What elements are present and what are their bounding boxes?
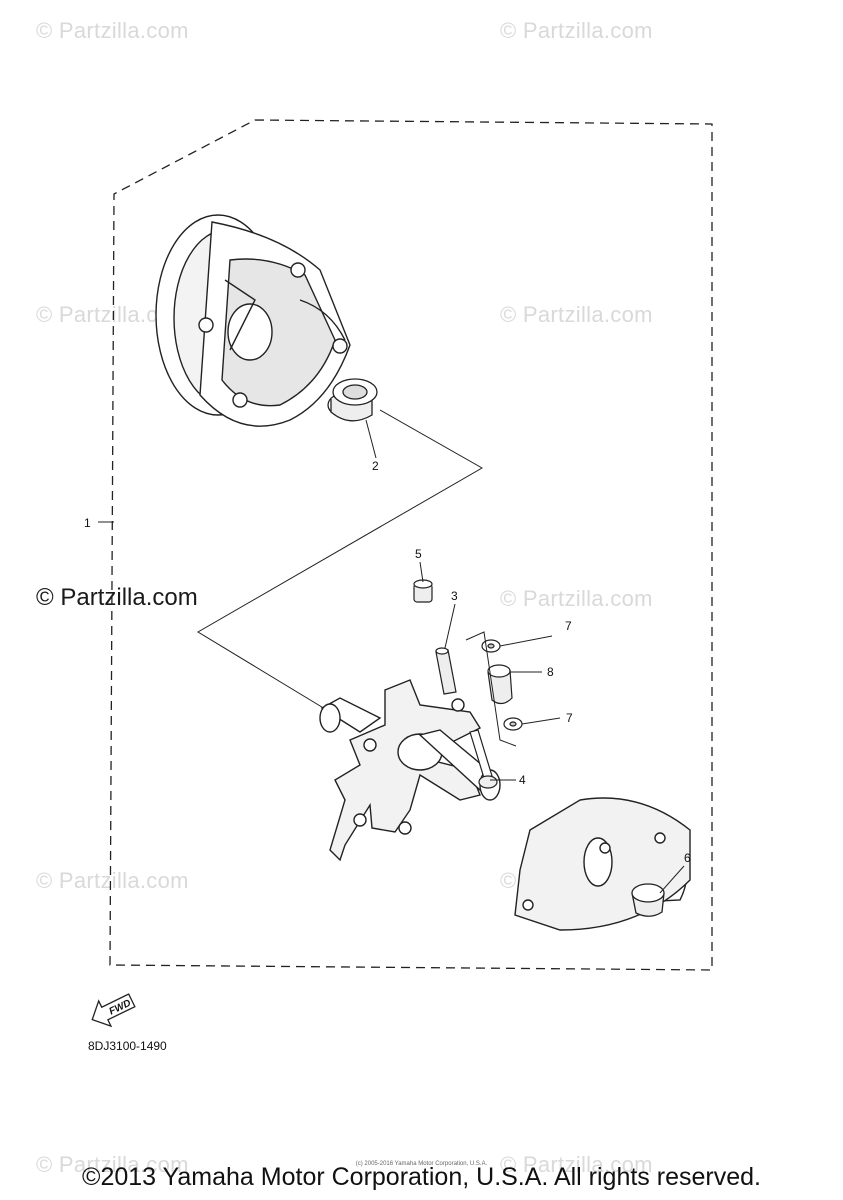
callout-4: 4 (519, 773, 526, 787)
callout-5: 5 (415, 547, 422, 561)
watermark: © Partzilla.com (36, 18, 189, 43)
part-7-washer-top (481, 639, 501, 653)
bracket-line (465, 631, 517, 747)
fineprint: (c) 2005-2016 Yamaha Motor Corporation, … (355, 1161, 488, 1167)
watermark: © Partzilla.com (500, 1152, 653, 1177)
fwd-arrow-icon: FWD (91, 993, 136, 1028)
svg-text:FWD: FWD (108, 998, 133, 1018)
part-7-washer-bottom (503, 717, 523, 731)
spider-cover (514, 797, 691, 931)
part-4-bolt (469, 729, 498, 789)
copyright-footer: ©2013 Yamaha Motor Corporation, U.S.A. A… (82, 1163, 761, 1191)
spider-assembly (319, 679, 502, 862)
part-3-pin (435, 647, 457, 695)
callout-6: 6 (684, 851, 691, 865)
partzilla-watermark-main: © Partzilla.com (36, 584, 198, 611)
callout-7: 7 (565, 619, 572, 633)
part-6-bushing (631, 883, 665, 917)
connector-line (197, 409, 484, 719)
part-code: 8DJ3100-1490 (88, 1039, 167, 1053)
callout-2: 2 (372, 459, 379, 473)
watermark: © Partzilla.com (500, 302, 653, 327)
watermark: © Partzilla.com (36, 868, 189, 893)
leader-lines (98, 419, 685, 894)
watermark: © Partzilla.com (500, 18, 653, 43)
part-2-bushing (327, 378, 378, 422)
fixed-sheave (155, 214, 351, 427)
callout-7: 7 (566, 711, 573, 725)
callout-1: 1 (84, 516, 91, 530)
watermark: © Partzilla.com (500, 586, 653, 611)
part-8-collar (487, 664, 513, 705)
assembly-boundary (109, 119, 713, 971)
callout-3: 3 (451, 589, 458, 603)
part-5-nut (413, 579, 433, 603)
watermark: © Partzilla.com (36, 1152, 189, 1177)
callout-8: 8 (547, 665, 554, 679)
